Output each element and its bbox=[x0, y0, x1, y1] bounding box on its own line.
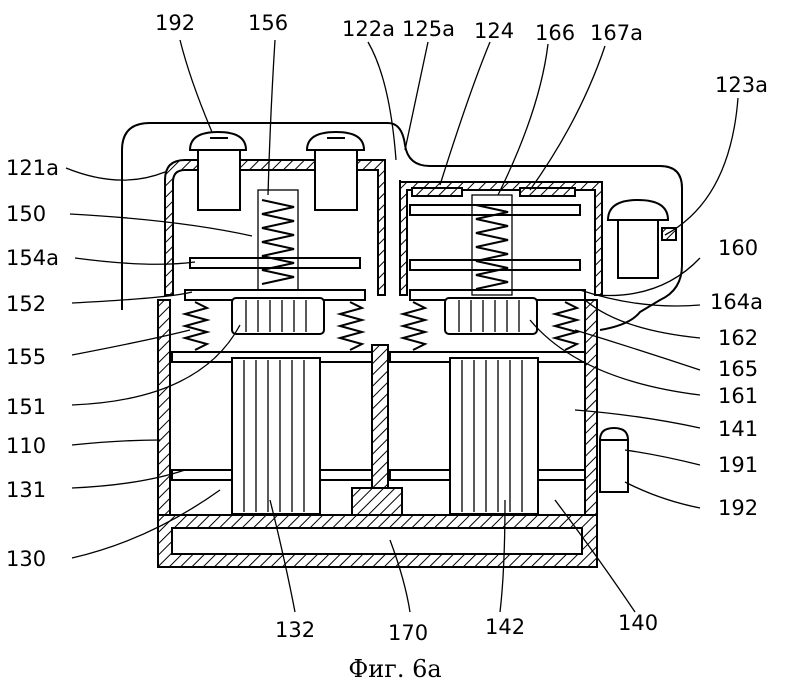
side-screw-191 bbox=[598, 426, 630, 493]
label-191: 191 bbox=[718, 453, 758, 477]
label-125a: 125a bbox=[402, 17, 455, 41]
label-166: 166 bbox=[535, 21, 575, 45]
label-192-top: 192 bbox=[155, 11, 195, 35]
label-160: 160 bbox=[718, 236, 758, 260]
label-154a: 154a bbox=[6, 246, 59, 270]
label-156: 156 bbox=[248, 11, 288, 35]
label-162: 162 bbox=[718, 326, 758, 350]
label-152: 152 bbox=[6, 292, 46, 316]
label-131: 131 bbox=[6, 478, 46, 502]
label-155: 155 bbox=[6, 345, 46, 369]
label-142: 142 bbox=[485, 615, 525, 639]
spring-156 bbox=[257, 189, 299, 291]
screw-right-123a bbox=[606, 198, 677, 279]
right-top-contact-167a bbox=[519, 187, 576, 197]
spring-155-left bbox=[181, 301, 211, 351]
label-110: 110 bbox=[6, 434, 46, 458]
label-132: 132 bbox=[275, 618, 315, 642]
armature-151 bbox=[231, 297, 325, 335]
label-141: 141 bbox=[718, 417, 758, 441]
base-plate-170 bbox=[171, 527, 583, 555]
left-contact-chamber bbox=[164, 159, 386, 296]
label-121a: 121a bbox=[6, 156, 59, 180]
screw-middle bbox=[305, 130, 366, 211]
label-130: 130 bbox=[6, 547, 46, 571]
center-bottom-block bbox=[351, 487, 403, 516]
label-151: 151 bbox=[6, 395, 46, 419]
housing-left-wall bbox=[157, 299, 171, 531]
right-top-contact-124 bbox=[411, 187, 463, 197]
armature-161-laminations bbox=[458, 300, 520, 332]
right-contact-chamber bbox=[399, 180, 603, 296]
outer-cover-outline bbox=[121, 122, 683, 331]
armature-151-laminations bbox=[245, 300, 307, 332]
spring-left-inner bbox=[336, 301, 366, 351]
label-140: 140 bbox=[618, 611, 658, 635]
core-142 bbox=[449, 357, 539, 515]
spring-right-upper bbox=[471, 194, 513, 296]
screw-left bbox=[188, 130, 248, 211]
label-192-side: 192 bbox=[718, 496, 758, 520]
label-122a: 122a bbox=[342, 17, 395, 41]
core-132 bbox=[231, 357, 321, 515]
label-124: 124 bbox=[474, 19, 514, 43]
leader-lines bbox=[65, 39, 739, 613]
label-161: 161 bbox=[718, 384, 758, 408]
armature-161 bbox=[444, 297, 538, 335]
figure-caption: Фиг. 6a bbox=[348, 655, 442, 683]
label-167a: 167a bbox=[590, 21, 643, 45]
label-164a: 164a bbox=[710, 290, 763, 314]
spring-right-inner bbox=[399, 301, 429, 351]
label-165: 165 bbox=[718, 357, 758, 381]
label-150: 150 bbox=[6, 202, 46, 226]
spring-165-right bbox=[551, 301, 581, 351]
label-170: 170 bbox=[388, 621, 428, 645]
label-123a: 123a bbox=[715, 73, 768, 97]
